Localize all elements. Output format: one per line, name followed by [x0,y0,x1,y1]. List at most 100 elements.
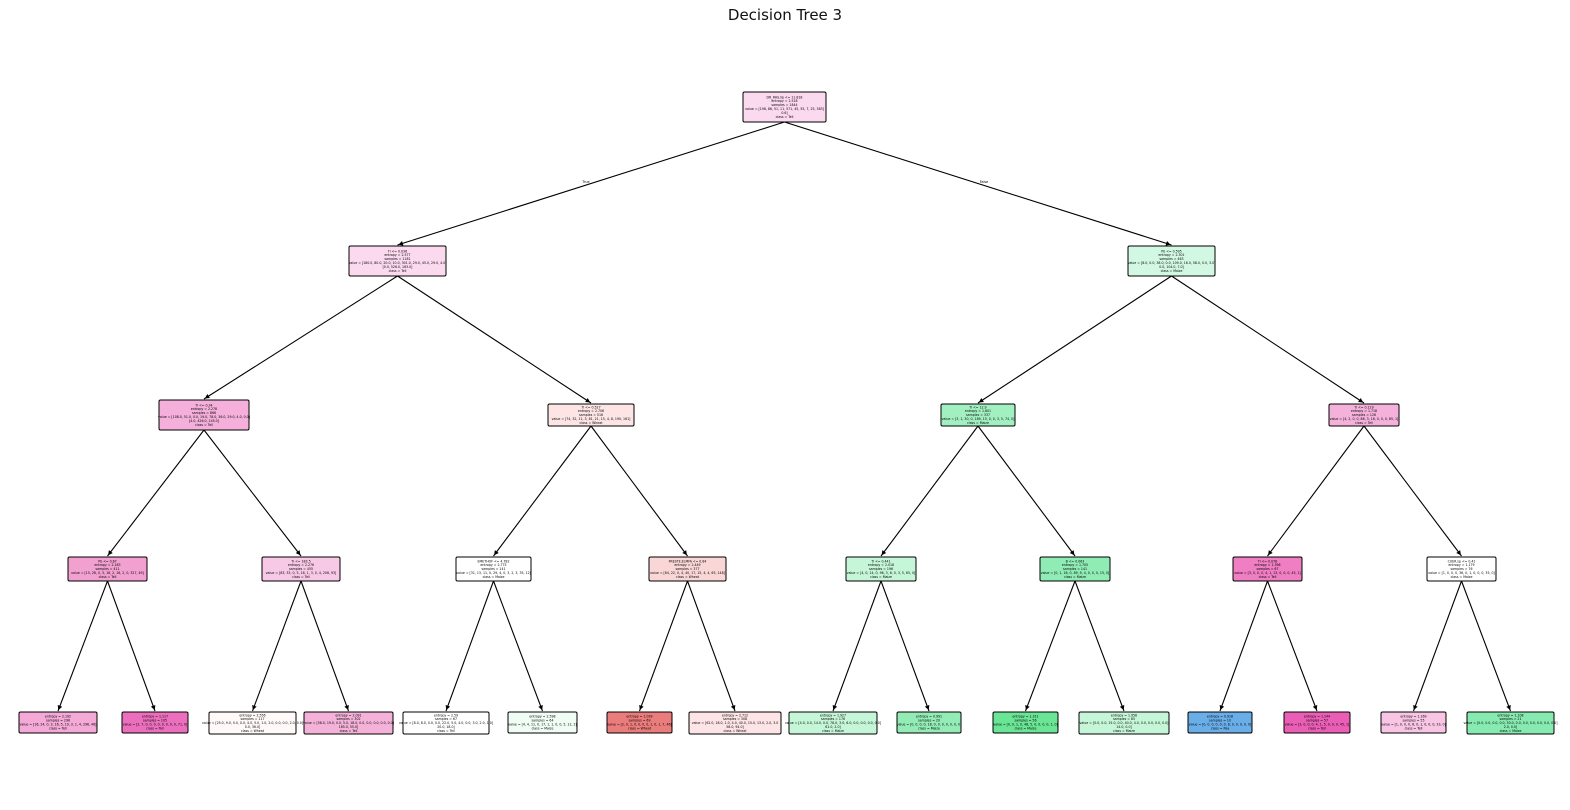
edge-arrowhead [57,705,63,711]
node-text-line: class = Tell [292,575,310,579]
node-text-line: value = [16, 24, 0, 3, 16, 5, 19, 3, 1, … [20,723,97,727]
node-box [261,556,341,582]
edge-arrowhead [881,550,887,556]
node-box [1232,556,1303,582]
tree-edge [880,580,930,712]
edge-arrowhead [1456,550,1461,556]
node-text-line: class = Wheat [724,729,748,733]
node-text-line: samples = 1181 [384,257,410,261]
edge-arrowhead [978,397,984,403]
node-text-line: value = [108.0, 51.0, 0.0, 19.0, 78.0, 3… [158,415,250,419]
node-box [455,556,532,582]
edge-arrowhead [538,705,543,711]
node-box [121,711,189,734]
node-text-line: [4.0, 426.0, 145.0] [189,419,219,423]
node-text-line: entropy = 1.179 [1448,563,1474,567]
tree-edges [57,121,1512,712]
tree-edge [57,580,109,712]
node-text-line: 165.0, 55.0] [339,725,359,729]
node-text-line: value = [8.0, 8.0, 0.0, 0.0, 22.0, 5.0, … [399,721,493,725]
node-text-line: value = [83, 33, 0, 5, 18, 1, 3, 0, 4, 2… [266,571,337,575]
node-text-line: value = [31, 13, 11, 0, 29, 4, 0, 3, 2, … [456,571,531,575]
node-text-line: entropy = 1.039 [626,715,652,719]
node-text-line: class = Tell [99,575,117,579]
node-text-line: samples = 56 [1014,719,1036,723]
edge-arrowhead [344,705,349,711]
node-text-line: class = Maize [1500,729,1522,733]
branch-label-true: True [581,180,589,184]
node-text-line: samples = 141 [1063,567,1087,571]
node-text-line: entropy = 2.518 [771,99,797,103]
branch-labels: True False [581,180,988,184]
node-text-line: samples = 455 [289,567,313,571]
node-box [1426,556,1497,582]
node-text-line: samples = 64 [531,719,553,723]
node-text-line: value = [0, 1, 16, 0, 89, 9, 4, 0, 0, 0,… [1041,571,1110,575]
tree-edge [397,121,785,246]
node-text-line: class = Tell [437,729,455,733]
node-text-line: entropy = 1.705 [1062,563,1088,567]
node-text-line: class = Tell [340,729,358,733]
node-text-line: value = [2, 0, 1, 0, 0, 0, 0, 1, 0, 1, 7… [607,723,672,727]
node-text-line: samples = 463 [1159,257,1183,261]
node-text-line: entropy = 2.091 [335,713,361,717]
node-text-line: DR_RAS.lip <= 11.818 [767,95,803,99]
node-box [1078,711,1170,735]
tree-edge [1074,580,1125,712]
branch-label-false: False [980,180,989,184]
node-text-line: entropy = 2.192 [45,715,71,719]
node-text-line: samples = 1844 [771,103,797,107]
node-text-line: class = Wheat [628,726,652,730]
node-text-line: samples = 67 [1256,567,1278,571]
node-text-line: value = [3, 0, 0, 0, 4, 1, 5, 0, 0, 0, 4… [1285,723,1350,727]
node-text-line: entropy = 2.775 [480,563,506,567]
tree-edge [1460,580,1512,712]
node-text-line: Ti <= 0.078 [1257,559,1277,563]
node-text-line: entropy = 1.117 [142,715,168,719]
node-text-line: Pb <= 0.595 [1161,249,1181,253]
node-text-line: entropy = 2.556 [239,713,265,717]
node-box [688,711,782,735]
node-text-line: class = Maize [967,421,989,425]
node-text-line: Ti <= 0.34 [194,403,212,407]
node-text-line: value = [0, 0, 0, 0, 0, 0, 8, 0, 0, 0, 0… [1189,723,1252,727]
node-text-line: value = [4, 0, 14, 0, 96, 3, 6, 0, 3, 5,… [847,571,916,575]
node-text-line: samples = 117 [240,717,264,721]
edge-arrowhead [150,705,156,711]
node-text-line: value = [74, 32, 11, 3, 81, 21, 15, 4, 8… [552,417,631,421]
node-text-line: class = Tell [776,115,794,119]
edge-arrowhead [1413,705,1418,711]
node-box [648,556,727,582]
node-text-line: EMETHOF <= 4.782 [478,559,510,563]
node-box [348,245,447,277]
edge-arrowhead [1506,705,1511,711]
node-text-line: samples = 20 [918,719,940,723]
node-text-line: value = [4.0, 0.0, 14.0, 0.0, 78.0, 3.0,… [785,721,881,725]
tree-edge [590,425,688,557]
node-text-line: entropy = 2.449 [674,563,700,567]
node-text-line: samples = 196 [869,567,893,571]
edge-arrowhead [1165,241,1171,246]
node-text-line: entropy = 2.712 [722,713,748,717]
node-text-line: 61.0, 2.0] [825,725,840,729]
node-text-line: samples = 76 [1450,567,1472,571]
node-box [67,556,148,582]
node-text-line: value = [15, 28, 0, 3, 16, 2, 16, 2, 0, … [71,571,144,575]
edge-arrowhead [730,705,736,711]
node-text-line: Ti <= 0.036 [387,249,407,253]
node-box [940,403,1016,427]
node-box [208,711,297,735]
node-text-line: value = [0.0, 0.0, 0.0, 0.0, 30.0, 0.0, … [1464,721,1558,725]
node-text-line: samples = 176 [821,717,845,721]
node-text-line: class = Wheat [580,421,604,425]
node-text-line: samples = 21 [1499,717,1521,721]
